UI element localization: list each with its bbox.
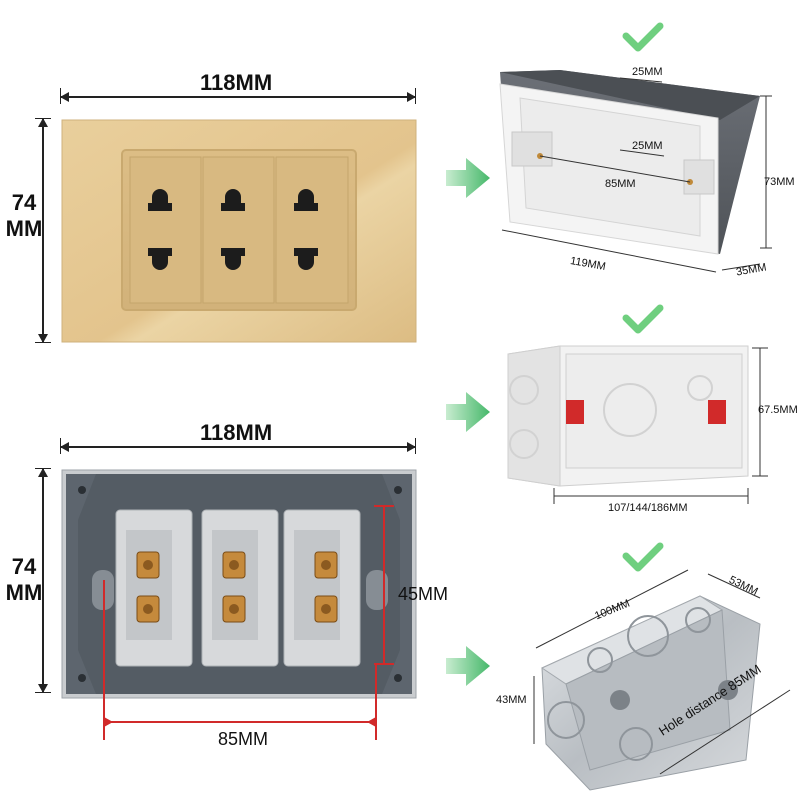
dimension-tick bbox=[60, 438, 61, 454]
checkmark-icon bbox=[622, 304, 664, 334]
arrow-right-icon bbox=[407, 92, 416, 102]
top-panel-height-label-number: 74 bbox=[11, 190, 37, 215]
bottom-panel-height-label-unit: MM bbox=[5, 580, 43, 605]
dimension-tick bbox=[60, 88, 61, 104]
top-width-dimension-line bbox=[60, 96, 416, 98]
bottom-height-dimension-line bbox=[42, 468, 44, 692]
dimension-tick bbox=[415, 88, 416, 104]
dimension-tick bbox=[415, 438, 416, 454]
bottom-panel-height-label-number: 74 bbox=[11, 554, 37, 579]
box3-height-label: 43MM bbox=[496, 694, 527, 706]
vertical-spacing-label: 45MM bbox=[398, 584, 449, 604]
box1-hole-distance-label: 85MM bbox=[605, 178, 636, 190]
arrow-down-icon bbox=[38, 334, 48, 343]
arrow-up-icon bbox=[38, 118, 48, 127]
green-arrow-icon bbox=[446, 646, 490, 686]
checkmark-icon bbox=[622, 542, 664, 572]
green-arrow-icon bbox=[446, 158, 490, 198]
box2-width-label: 107/144/186MM bbox=[608, 502, 688, 514]
box1-height-label: 73MM bbox=[764, 176, 795, 188]
dimension-tick bbox=[35, 342, 51, 343]
dimension-tick bbox=[35, 118, 51, 119]
dimension-tick bbox=[35, 692, 51, 693]
arrow-right-icon bbox=[407, 442, 416, 452]
box1-inner-slot-label: 25MM bbox=[632, 140, 663, 152]
checkmark-icon bbox=[622, 22, 664, 52]
plate-hole-distance-label: 85MM bbox=[218, 729, 269, 749]
box2-height-label: 67.5MM bbox=[758, 404, 798, 416]
arrow-down-icon bbox=[38, 684, 48, 693]
bottom-panel-width-label: 118MM bbox=[200, 420, 273, 445]
top-height-dimension-line bbox=[42, 118, 44, 342]
box1-top-slot-label: 25MM bbox=[632, 66, 663, 78]
arrow-up-icon bbox=[38, 468, 48, 477]
arrow-left-icon bbox=[60, 442, 69, 452]
green-arrow-icon bbox=[446, 392, 490, 432]
top-panel-height-label-unit: MM bbox=[5, 216, 43, 241]
bottom-width-dimension-line bbox=[60, 446, 416, 448]
dimension-tick bbox=[35, 468, 51, 469]
arrow-left-icon bbox=[60, 92, 69, 102]
top-panel-width-label: 118MM bbox=[200, 70, 273, 95]
